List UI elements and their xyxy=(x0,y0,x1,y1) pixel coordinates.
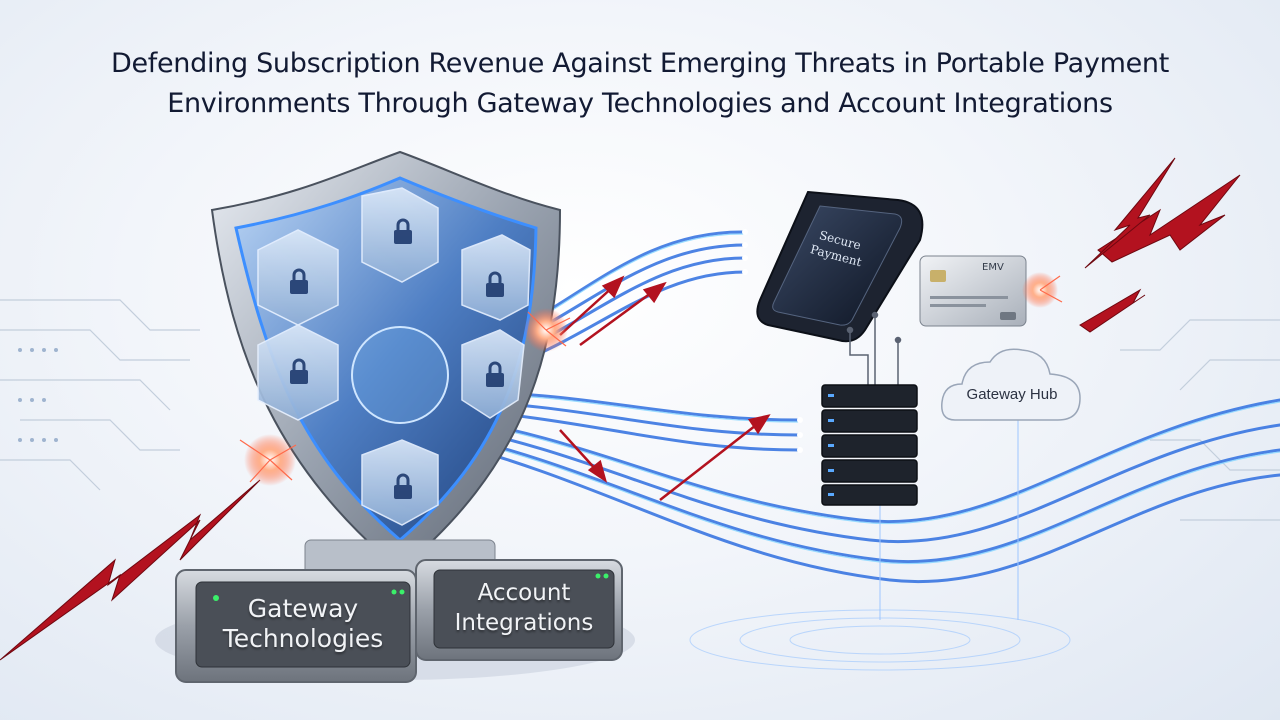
threat-arrows xyxy=(559,275,771,501)
threat-lightning-bolts xyxy=(0,157,1241,661)
gateway-badge-line-2: Technologies xyxy=(222,624,384,653)
impact-sparks xyxy=(239,272,1063,486)
gateway-hub-label: Gateway Hub xyxy=(966,386,1058,403)
gateway-technologies-badge xyxy=(175,569,417,683)
gateway-hub-cloud-icon xyxy=(941,348,1081,421)
credit-card-icon xyxy=(919,255,1027,327)
server-stack-icon xyxy=(821,384,918,506)
account-integrations-label: Account Integrations xyxy=(434,578,614,638)
account-badge-line-1: Account xyxy=(477,580,571,606)
server-connectors xyxy=(846,311,1019,620)
data-dots-left xyxy=(18,348,58,442)
page-title: Defending Subscription Revenue Against E… xyxy=(0,44,1280,124)
title-line-1: Defending Subscription Revenue Against E… xyxy=(110,48,1169,79)
title-line-2: Environments Through Gateway Technologie… xyxy=(167,88,1113,119)
payment-terminal-icon xyxy=(756,190,924,343)
account-badge-line-2: Integrations xyxy=(454,610,594,636)
security-shield xyxy=(210,150,562,572)
circuit-traces-right xyxy=(1120,319,1280,521)
gateway-badge-line-1: Gateway xyxy=(247,594,359,623)
card-brand-label: EMV xyxy=(982,262,1004,273)
circuit-traces-left xyxy=(0,299,200,491)
account-integrations-badge xyxy=(415,559,623,661)
gateway-technologies-label: Gateway Technologies xyxy=(196,594,410,654)
